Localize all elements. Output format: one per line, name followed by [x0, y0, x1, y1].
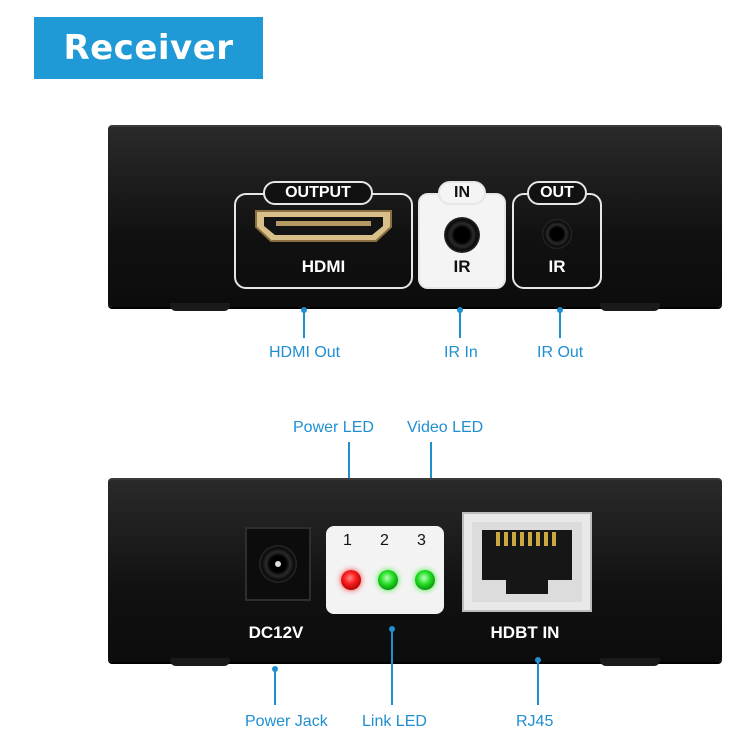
led-number-2: 2 [380, 532, 389, 549]
ir-in-label: IR [453, 257, 471, 276]
hdmi-port [252, 207, 395, 243]
dc12v-label: DC12V [248, 623, 304, 642]
ir-in-jack [444, 217, 480, 253]
led-number-3: 3 [417, 532, 426, 549]
ir-out-leader [559, 310, 561, 338]
led-panel: 1 2 3 [326, 526, 444, 614]
ir-in-callout: IR In [444, 344, 478, 361]
link-led-leader [391, 629, 393, 705]
power-led-leader [348, 442, 350, 508]
top-device-foot-right [600, 303, 660, 311]
hdbt-in-label: HDBT IN [490, 623, 560, 642]
video-led-leader [430, 442, 432, 508]
power-jack [245, 527, 311, 601]
receiver-banner: Receiver [34, 17, 263, 79]
hdmi-port-icon [255, 210, 392, 242]
rj45-port-icon [472, 522, 582, 602]
rj45-port [462, 512, 592, 612]
ir-in-panel: IR [418, 193, 506, 289]
video-led-callout: Video LED [407, 419, 484, 436]
power-led-callout: Power LED [293, 419, 374, 436]
rj45-callout: RJ45 [516, 713, 554, 730]
ir-in-leader [459, 310, 461, 338]
ir-out-panel: IR [512, 193, 602, 289]
link-led-callout: Link LED [362, 713, 427, 730]
ir-out-jack [542, 219, 572, 249]
ir-out-label: IR [548, 257, 566, 276]
hdmi-label: HDMI [301, 257, 346, 276]
output-tab: OUTPUT [263, 181, 373, 205]
power-led [341, 570, 361, 590]
video-led [415, 570, 435, 590]
bottom-device-foot-right [600, 658, 660, 666]
in-tab: IN [438, 181, 486, 205]
rj45-leader [537, 660, 539, 705]
bottom-device-foot-left [170, 658, 230, 666]
power-jack-leader [274, 669, 276, 705]
hdmi-out-callout: HDMI Out [269, 344, 341, 361]
out-tab: OUT [527, 181, 587, 205]
power-jack-callout: Power Jack [245, 713, 328, 730]
link-led [378, 570, 398, 590]
receiver-front-panel: HDMI OUTPUT IR IN IR OUT [108, 125, 722, 307]
banner-title: Receiver [63, 28, 234, 68]
hdmi-out-leader [303, 310, 305, 338]
led-number-1: 1 [343, 532, 352, 549]
receiver-rear-panel: DC12V 1 2 3 HDBT IN [108, 478, 722, 662]
top-device-foot-left [170, 303, 230, 311]
power-jack-pin [275, 561, 281, 567]
hdmi-output-panel: HDMI [234, 193, 413, 289]
ir-out-callout: IR Out [537, 344, 584, 361]
